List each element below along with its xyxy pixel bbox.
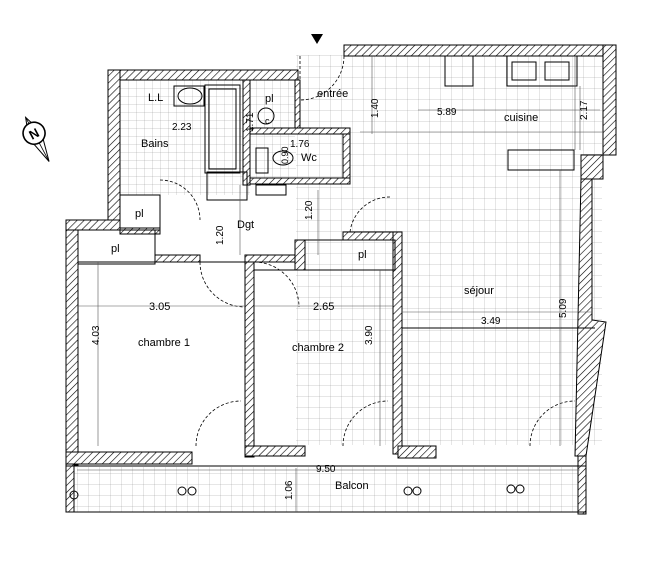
dimension-lines: [77, 56, 600, 512]
label-pl-ch2: pl: [358, 249, 367, 261]
dim-ch2-h: 3.90: [364, 325, 375, 345]
label-bains: Bains: [141, 138, 169, 150]
north-arrow-icon: N: [22, 116, 50, 162]
label-pl-ch1: pl: [111, 243, 120, 255]
label-pl-entree: pl: [265, 93, 274, 105]
dim-balcon-w: 9.50: [316, 464, 336, 475]
dim-entree-h: 1.40: [370, 98, 381, 118]
interior-lines: [69, 55, 603, 500]
dim-cuisine-h: 2.17: [579, 100, 590, 120]
walls: [65, 44, 617, 515]
label-wc: Wc: [301, 152, 317, 164]
label-chambre1: chambre 1: [138, 337, 190, 349]
dimension-values: 2.23 1.71 1.40 1.76 0.90 1.20 1.20 5.89 …: [91, 98, 590, 500]
label-entree: entrée: [317, 88, 348, 100]
label-chambre2: chambre 2: [292, 342, 344, 354]
tiled-floors: [70, 55, 602, 512]
dim-dgt-h2: 1.20: [304, 200, 315, 220]
room-labels: L.L Bains entrée Wc Dgt cuisine séjour c…: [111, 88, 538, 492]
dim-cuisine-w: 5.89: [437, 107, 457, 118]
dim-ch2-w: 2.65: [313, 301, 334, 313]
dim-wc-w: 1.76: [290, 139, 310, 150]
dim-bains-w: 2.23: [172, 122, 192, 133]
entrance-triangle-icon: [311, 34, 323, 44]
label-sejour: séjour: [464, 285, 494, 297]
label-cuisine: cuisine: [504, 112, 538, 124]
dim-sejour-w: 3.49: [481, 316, 501, 327]
dim-ch1-w: 3.05: [149, 301, 170, 313]
dim-dgt-h1: 1.20: [215, 225, 226, 245]
label-c: c: [265, 116, 270, 126]
dim-bains-h: 1.71: [245, 112, 256, 132]
dim-balcon-h: 1.06: [284, 480, 295, 500]
label-ll: L.L: [148, 92, 163, 104]
dim-ch1-h: 4.03: [91, 325, 102, 345]
label-balcon: Balcon: [335, 480, 369, 492]
dim-sejour-h: 5.09: [558, 298, 569, 318]
label-dgt: Dgt: [237, 219, 254, 231]
label-pl-dgt: pl: [135, 208, 144, 220]
dim-wc-h: 0.90: [280, 146, 290, 164]
